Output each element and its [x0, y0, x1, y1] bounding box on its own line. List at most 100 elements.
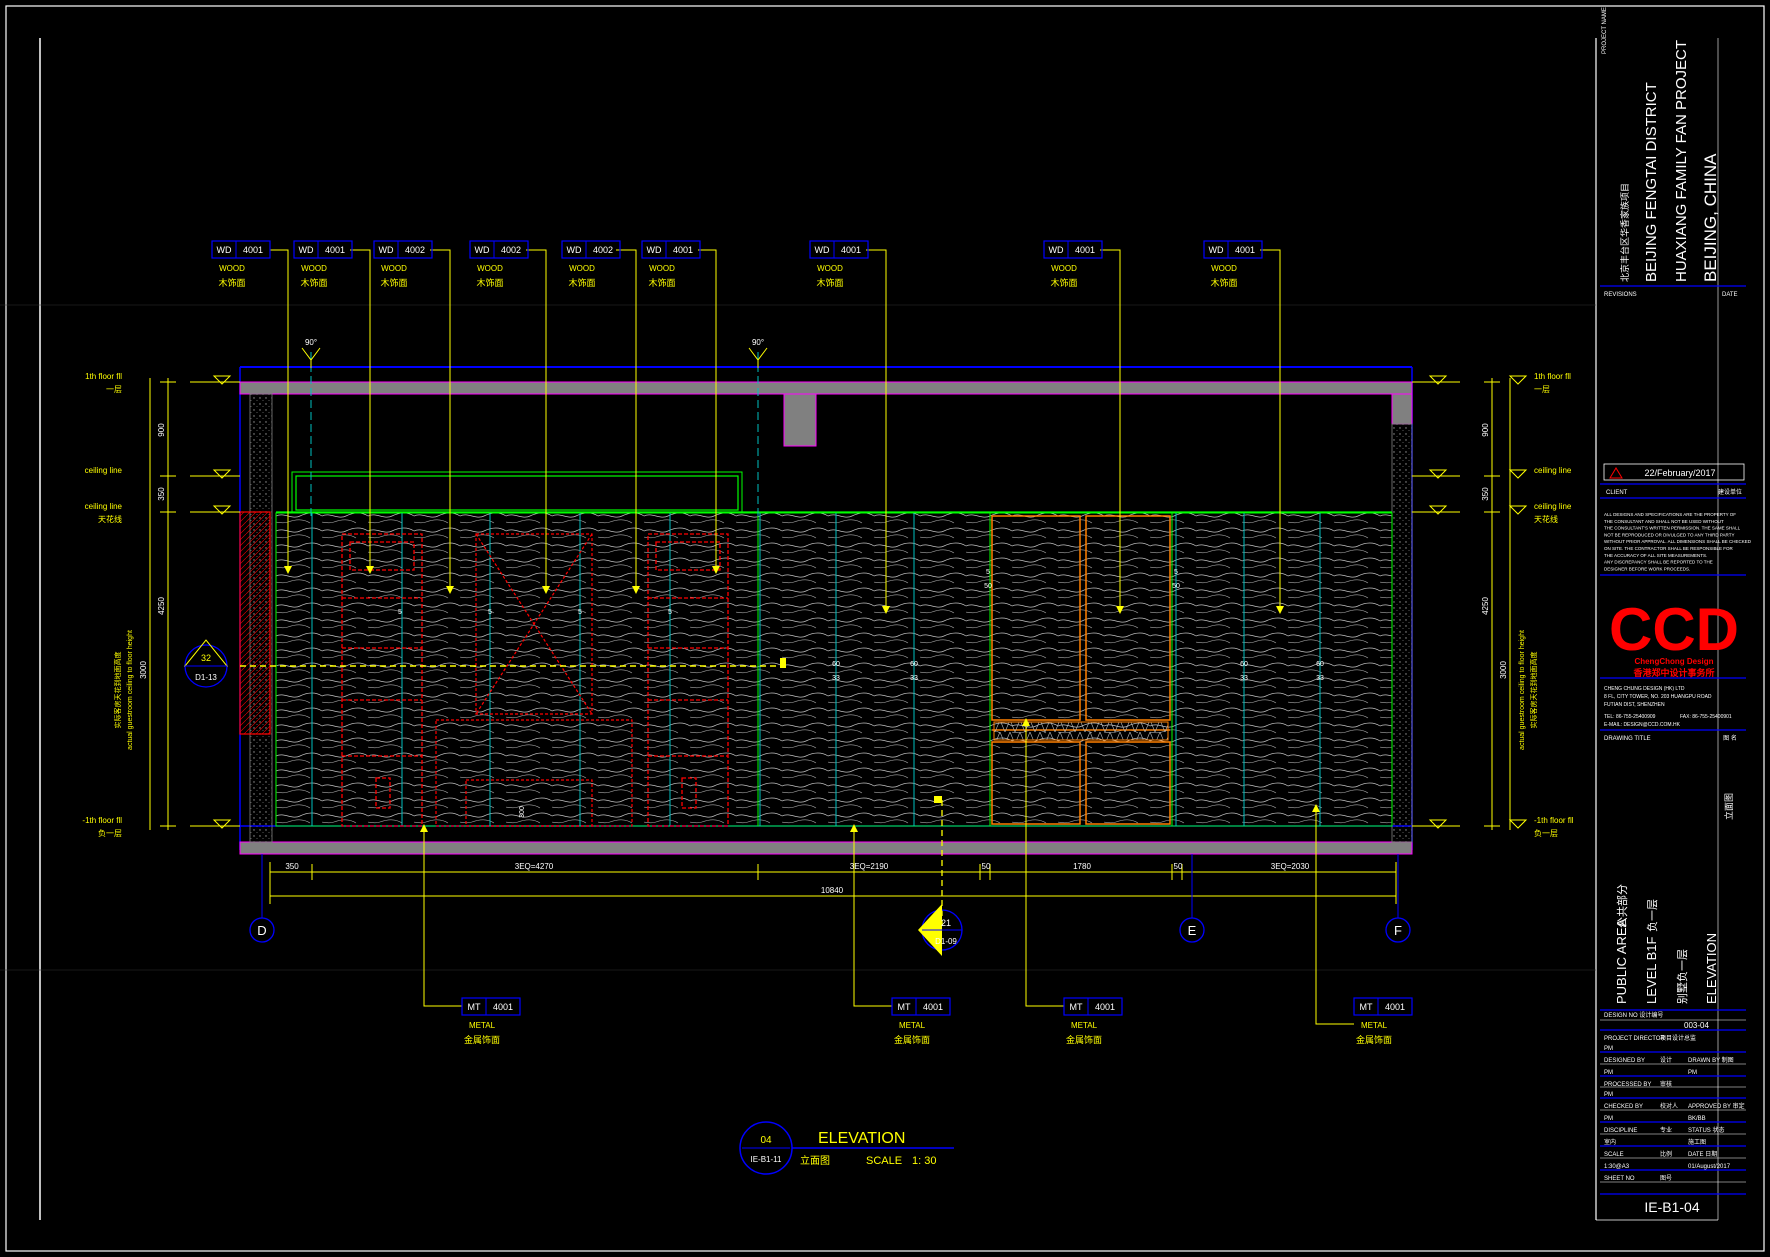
- tag-code: WD: [567, 245, 582, 255]
- tag-material-cn: 金属饰面: [464, 1034, 500, 1045]
- beam: [783, 393, 817, 447]
- titleblock-row-label: 1:30@A3: [1604, 1164, 1630, 1170]
- small-dimension: 33: [1316, 675, 1324, 682]
- tag-code: WD: [815, 245, 830, 255]
- level-label-right: ceiling line: [1534, 466, 1572, 475]
- tag-material: WOOD: [1051, 264, 1077, 273]
- tag-material: WOOD: [1211, 264, 1237, 273]
- tag-material: WOOD: [381, 264, 407, 273]
- section-marker-21: [918, 904, 963, 956]
- tag-code: WD: [217, 245, 232, 255]
- vertical-dimension: 4250: [157, 597, 166, 615]
- titleblock-row-label: PM: [1604, 1070, 1613, 1076]
- project-line: BEIJING, CHINA: [1701, 153, 1720, 282]
- top-leaders: [270, 249, 1281, 606]
- horizontal-dimension: 3EQ=2030: [1271, 862, 1310, 871]
- angle-label: 90°: [752, 338, 764, 347]
- titleblock-row-label: PM: [1604, 1046, 1613, 1052]
- titleblock-row-label: PM: [1604, 1116, 1613, 1122]
- scale-label: SCALE: [866, 1155, 902, 1167]
- titleblock-lines: [1600, 285, 1746, 1195]
- design-no-label: DESIGN NO 设计编号: [1604, 1011, 1663, 1019]
- tag-material: METAL: [899, 1021, 926, 1030]
- titleblock-row-cn: 审核: [1660, 1080, 1672, 1088]
- material-tag-wood: [293, 240, 353, 259]
- tag-material-cn: 木饰面: [648, 277, 675, 288]
- level-label-right-cn: 负一层: [1534, 828, 1558, 838]
- small-dimension: 5: [398, 609, 402, 616]
- horizontal-dimension: 350: [285, 862, 299, 871]
- horizontal-dimension: 50: [1174, 862, 1183, 871]
- small-dimension: 5: [986, 569, 990, 576]
- material-tag-wood: [561, 240, 621, 259]
- elevation-title-cn: 立面图: [800, 1154, 830, 1167]
- tag-material-cn: 木饰面: [1210, 277, 1237, 288]
- level-label-right: 1th floor fll: [1534, 372, 1571, 381]
- tag-material: WOOD: [477, 264, 503, 273]
- level-label: LEVEL B1F: [1644, 936, 1659, 1004]
- disclaimer-note: ON SITE. THE CONTRACTOR SHALL BE RESPONS…: [1604, 546, 1733, 551]
- titleblock-row-label: PM: [1604, 1092, 1613, 1098]
- titleblock-row-label: 室内: [1604, 1138, 1616, 1146]
- tag-code: WD: [647, 245, 662, 255]
- horizontal-dimension-chain: [269, 862, 1397, 904]
- vertical-dimension: 350: [1481, 487, 1490, 501]
- level-label-left-cn: 负一层: [98, 828, 122, 838]
- vertical-dimension-chain: [149, 378, 1511, 830]
- total-dimension: 10840: [821, 886, 844, 895]
- titleblock-row-value: STATUS 状态: [1688, 1126, 1724, 1134]
- vertical-dimension: 350: [157, 487, 166, 501]
- material-tag-wood: [809, 240, 869, 259]
- tag-number: 4001: [243, 245, 263, 255]
- titleblock-row-label: SCALE: [1604, 1152, 1624, 1158]
- titleblock-row-value: DATE 日期: [1688, 1150, 1717, 1158]
- grid-lines: [261, 854, 1399, 918]
- small-dimension: 60: [910, 661, 918, 668]
- level-label-right-cn: 天花线: [1534, 514, 1558, 524]
- tag-number: 4002: [501, 245, 521, 255]
- titleblock-row-cn: 比例: [1660, 1150, 1672, 1158]
- titleblock-row-value: BK/BB: [1688, 1116, 1706, 1122]
- area-label: PUBLIC AREA: [1614, 918, 1629, 1004]
- project-cn: 北京丰台区华香家族项目: [1619, 183, 1630, 282]
- tag-material: METAL: [469, 1021, 496, 1030]
- tag-code: MT: [468, 1002, 481, 1012]
- design-no: 003-04: [1684, 1021, 1709, 1030]
- company-line: TEL: 86-755-25400909: [1604, 714, 1656, 720]
- level-label-left: 1th floor fll: [85, 372, 122, 381]
- level-label-left-cn: 一层: [106, 385, 122, 394]
- villa-label: 别墅负一层: [1675, 949, 1689, 1004]
- titleblock-row-value: DRAWN BY 制图: [1688, 1056, 1734, 1064]
- tag-code: WD: [1049, 245, 1064, 255]
- disclaimer-note: THE CONSULTANT'S WRITTEN PERMISSION. THE…: [1604, 526, 1741, 531]
- company-line: FUTIAN DIST, SHENZHEN: [1604, 702, 1665, 708]
- level-label-right: ceiling line: [1534, 502, 1572, 511]
- tag-material-cn: 木饰面: [816, 277, 843, 288]
- titleblock-row-label: PROCESSED BY: [1604, 1082, 1651, 1088]
- material-tag-wood: [1043, 240, 1103, 259]
- elevation-en-rotated: ELEVATION: [1704, 933, 1719, 1004]
- tag-code: WD: [379, 245, 394, 255]
- client-cn: 建设单位: [1718, 488, 1742, 496]
- elevation-ref: IE-B1-11: [751, 1155, 783, 1164]
- titleblock-row-cn: 校对人: [1660, 1102, 1678, 1110]
- tag-code: MT: [1070, 1002, 1083, 1012]
- tag-material: METAL: [1071, 1021, 1098, 1030]
- tag-code: MT: [1360, 1002, 1373, 1012]
- level-label-right: -1th floor fll: [1534, 816, 1574, 825]
- elevation-number: 04: [760, 1135, 772, 1146]
- elevation-title: ELEVATION: [818, 1130, 905, 1147]
- tag-code: WD: [475, 245, 490, 255]
- vertical-note-cn: 实际客房天花到地面高度: [1529, 652, 1538, 729]
- material-tag-metal: [1063, 997, 1123, 1016]
- material-tag-metal: [461, 997, 521, 1016]
- material-tag-wood: [1203, 240, 1263, 259]
- angle-marker-right: [748, 347, 768, 368]
- vertical-dimension: 900: [1481, 423, 1490, 437]
- section-number: 21: [941, 918, 951, 928]
- tag-material-cn: 金属饰面: [1066, 1034, 1102, 1045]
- disclaimer-note: ALL DESIGNS AND SPECIFICATIONS ARE THE P…: [1604, 512, 1736, 517]
- titleblock-row-value: 施工图: [1688, 1138, 1706, 1146]
- titleblock-row-label: SHEET NO: [1604, 1176, 1635, 1182]
